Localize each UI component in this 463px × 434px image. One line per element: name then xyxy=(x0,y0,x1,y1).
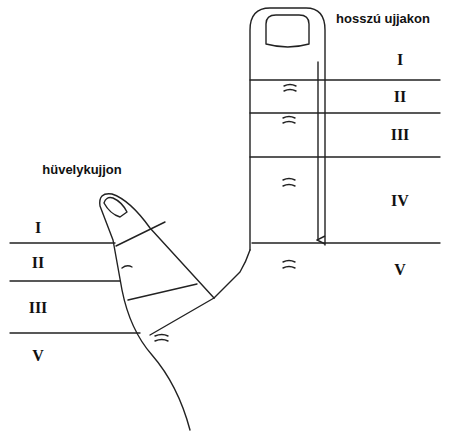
zone-heading: hosszú ujjakon xyxy=(336,12,430,25)
zone-number: II xyxy=(394,89,406,105)
zone-heading: hüvelykujjon xyxy=(42,163,121,176)
zone-number: III xyxy=(29,300,48,316)
zone-number: II xyxy=(32,255,44,271)
zone-number: V xyxy=(32,348,44,364)
zone-number: III xyxy=(391,127,410,143)
zone-number: IV xyxy=(391,193,409,209)
zone-number: I xyxy=(35,220,41,236)
zone-number: V xyxy=(394,262,406,278)
zone-number: I xyxy=(397,52,403,68)
